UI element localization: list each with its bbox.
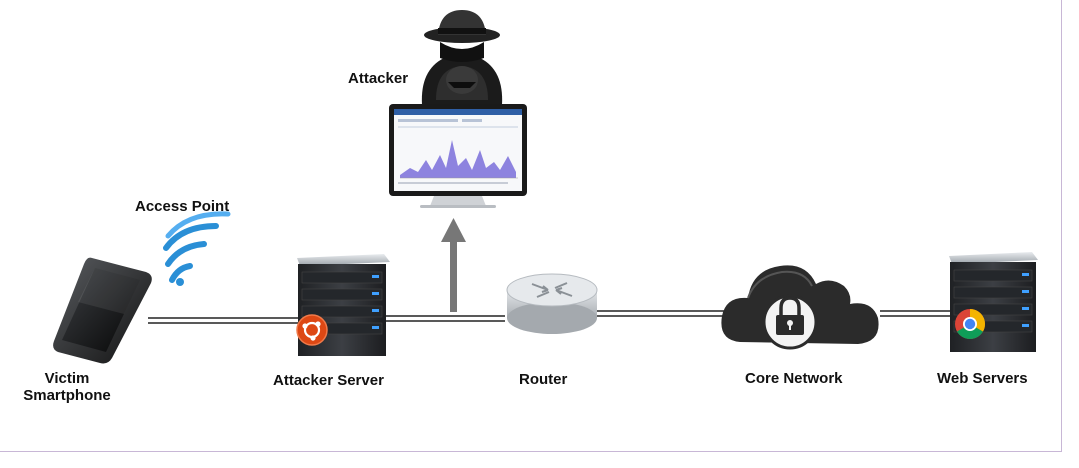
link-phone-to-server bbox=[148, 317, 298, 324]
access-point-label: Access Point bbox=[135, 198, 230, 215]
victim-smartphone-label: Victim Smartphone bbox=[18, 370, 116, 404]
link-server-to-router bbox=[385, 315, 505, 322]
chrome-logo-icon bbox=[955, 309, 986, 340]
router-label: Router bbox=[519, 371, 568, 388]
link-router-to-core bbox=[597, 310, 730, 317]
arrow-up-icon bbox=[441, 218, 466, 312]
monitor-with-chart-icon bbox=[389, 104, 527, 208]
attacker-label: Attacker bbox=[348, 70, 409, 87]
smartphone-icon bbox=[53, 257, 152, 364]
cloud-lock-icon bbox=[721, 265, 879, 350]
link-core-to-web bbox=[880, 310, 952, 317]
wifi-icon bbox=[163, 211, 231, 286]
router-icon bbox=[506, 273, 598, 334]
attacker-server-label: Attacker Server bbox=[273, 372, 384, 389]
victim-label-line1: Victim bbox=[44, 370, 90, 387]
web-server-rack-icon bbox=[949, 252, 1038, 352]
hooded-spy-icon bbox=[421, 10, 503, 105]
server-rack-icon bbox=[296, 254, 390, 356]
victim-label-line2: Smartphone bbox=[23, 387, 111, 404]
core-network-label: Core Network bbox=[745, 370, 843, 387]
web-servers-label: Web Servers bbox=[937, 370, 1028, 387]
